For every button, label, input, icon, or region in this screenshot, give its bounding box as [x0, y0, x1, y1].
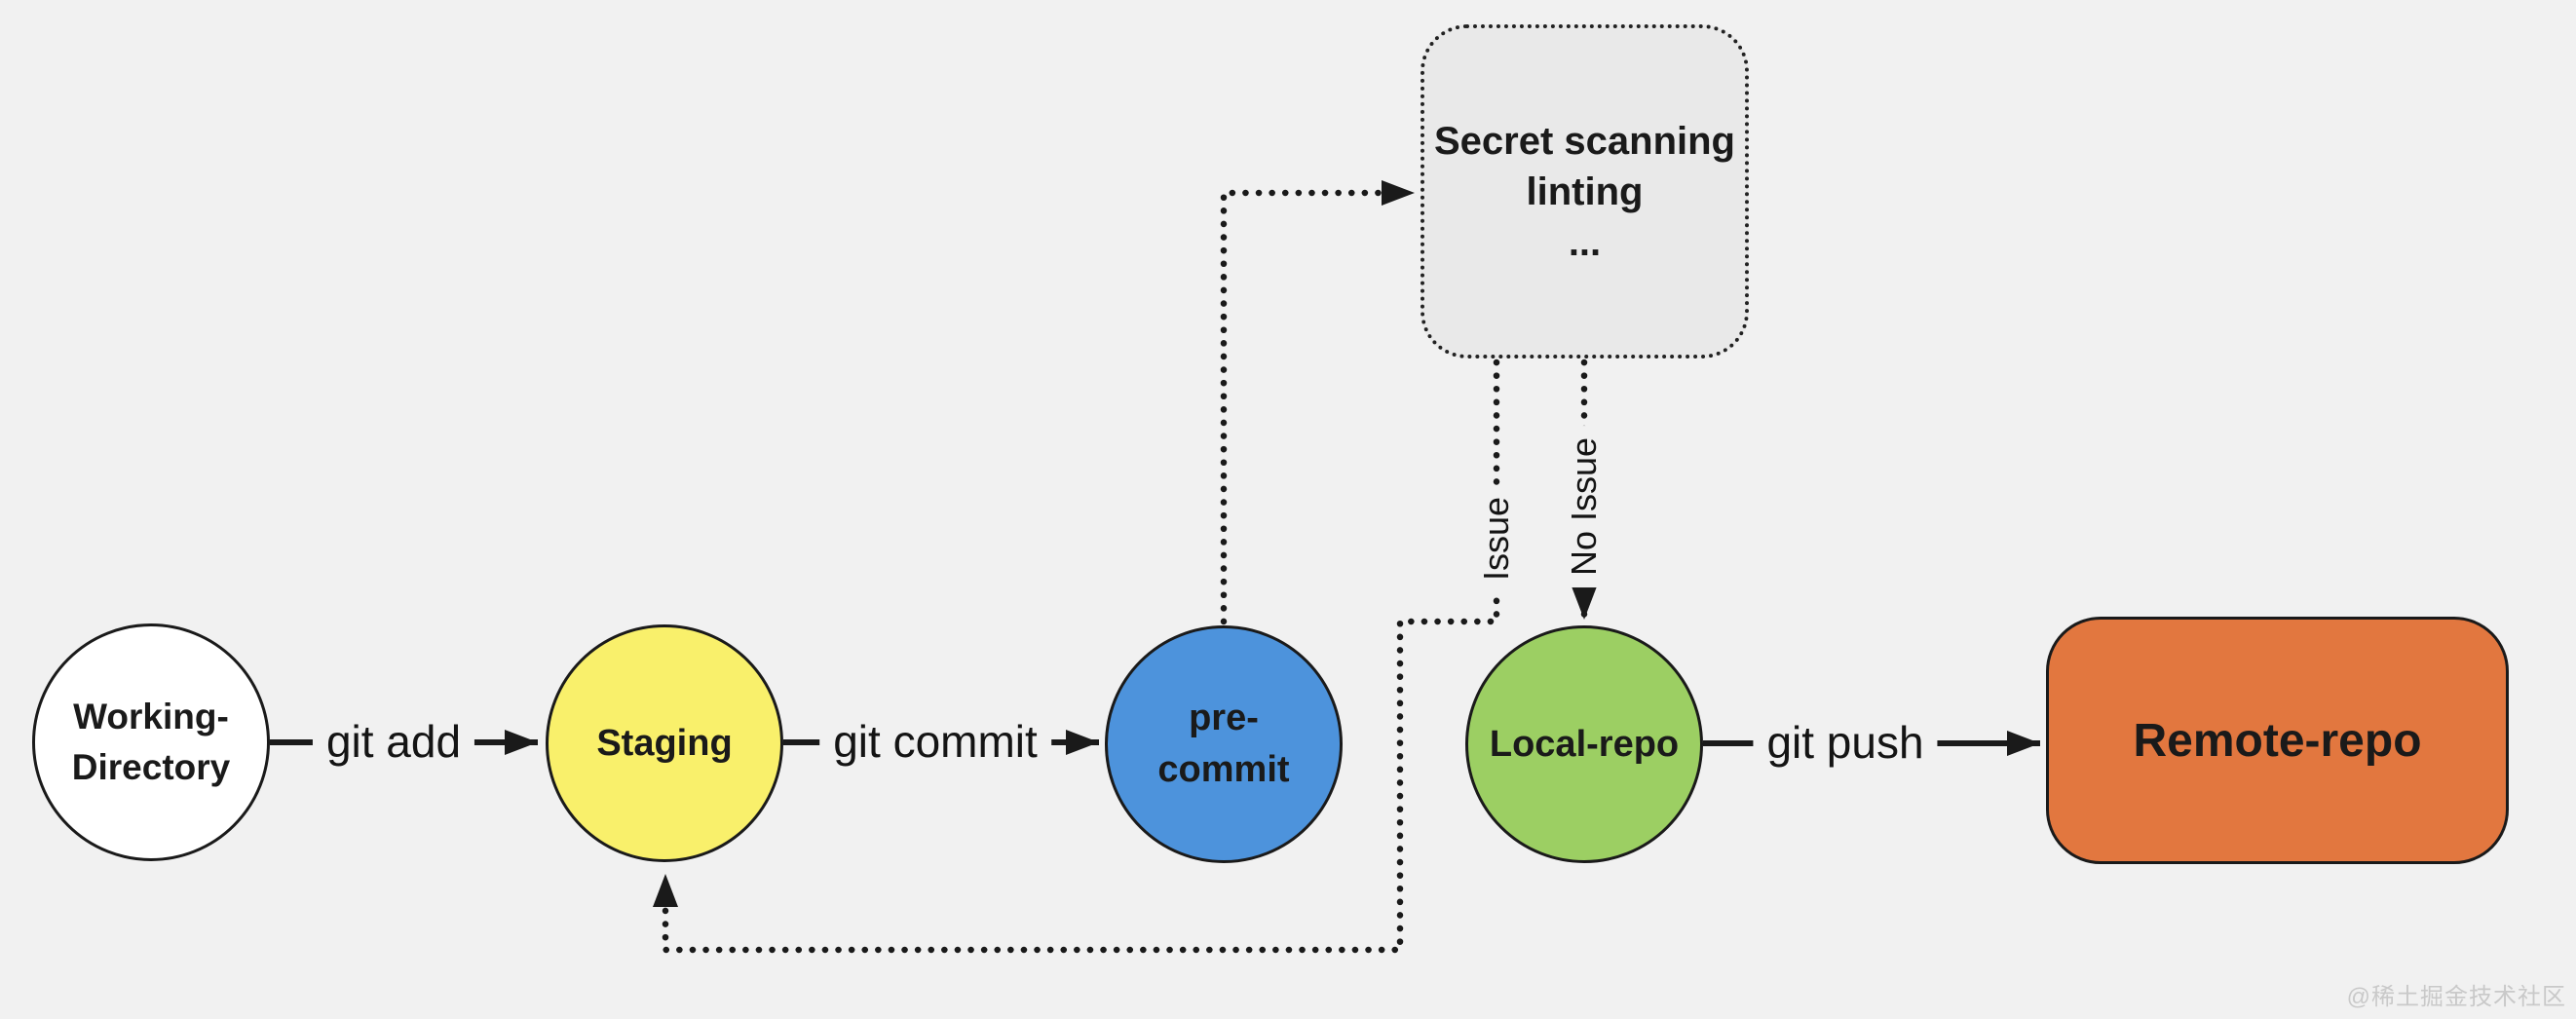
watermark-text: @稀土掘金技术社区 [2346, 984, 2566, 1010]
edge-label-no-issue: No Issue [1562, 425, 1607, 588]
edge-label-git-commit: git commit [819, 713, 1051, 770]
node-staging: Staging [546, 624, 783, 862]
edge-precommit-to-scanning-line [1220, 180, 1419, 625]
node-pre-commit: pre- commit [1105, 625, 1343, 863]
node-working-directory: Working- Directory [32, 623, 270, 861]
edge-label-git-add: git add [312, 713, 475, 770]
node-remote-repo: Remote-repo [2046, 617, 2509, 864]
node-local-repo: Local-repo [1465, 625, 1703, 863]
edge-issue-loop-line [653, 359, 1500, 954]
edge-label-git-push: git push [1753, 714, 1938, 771]
node-secret-scanning: Secret scanning linting ... [1421, 24, 1749, 359]
edge-label-issue: Issue [1474, 484, 1519, 593]
